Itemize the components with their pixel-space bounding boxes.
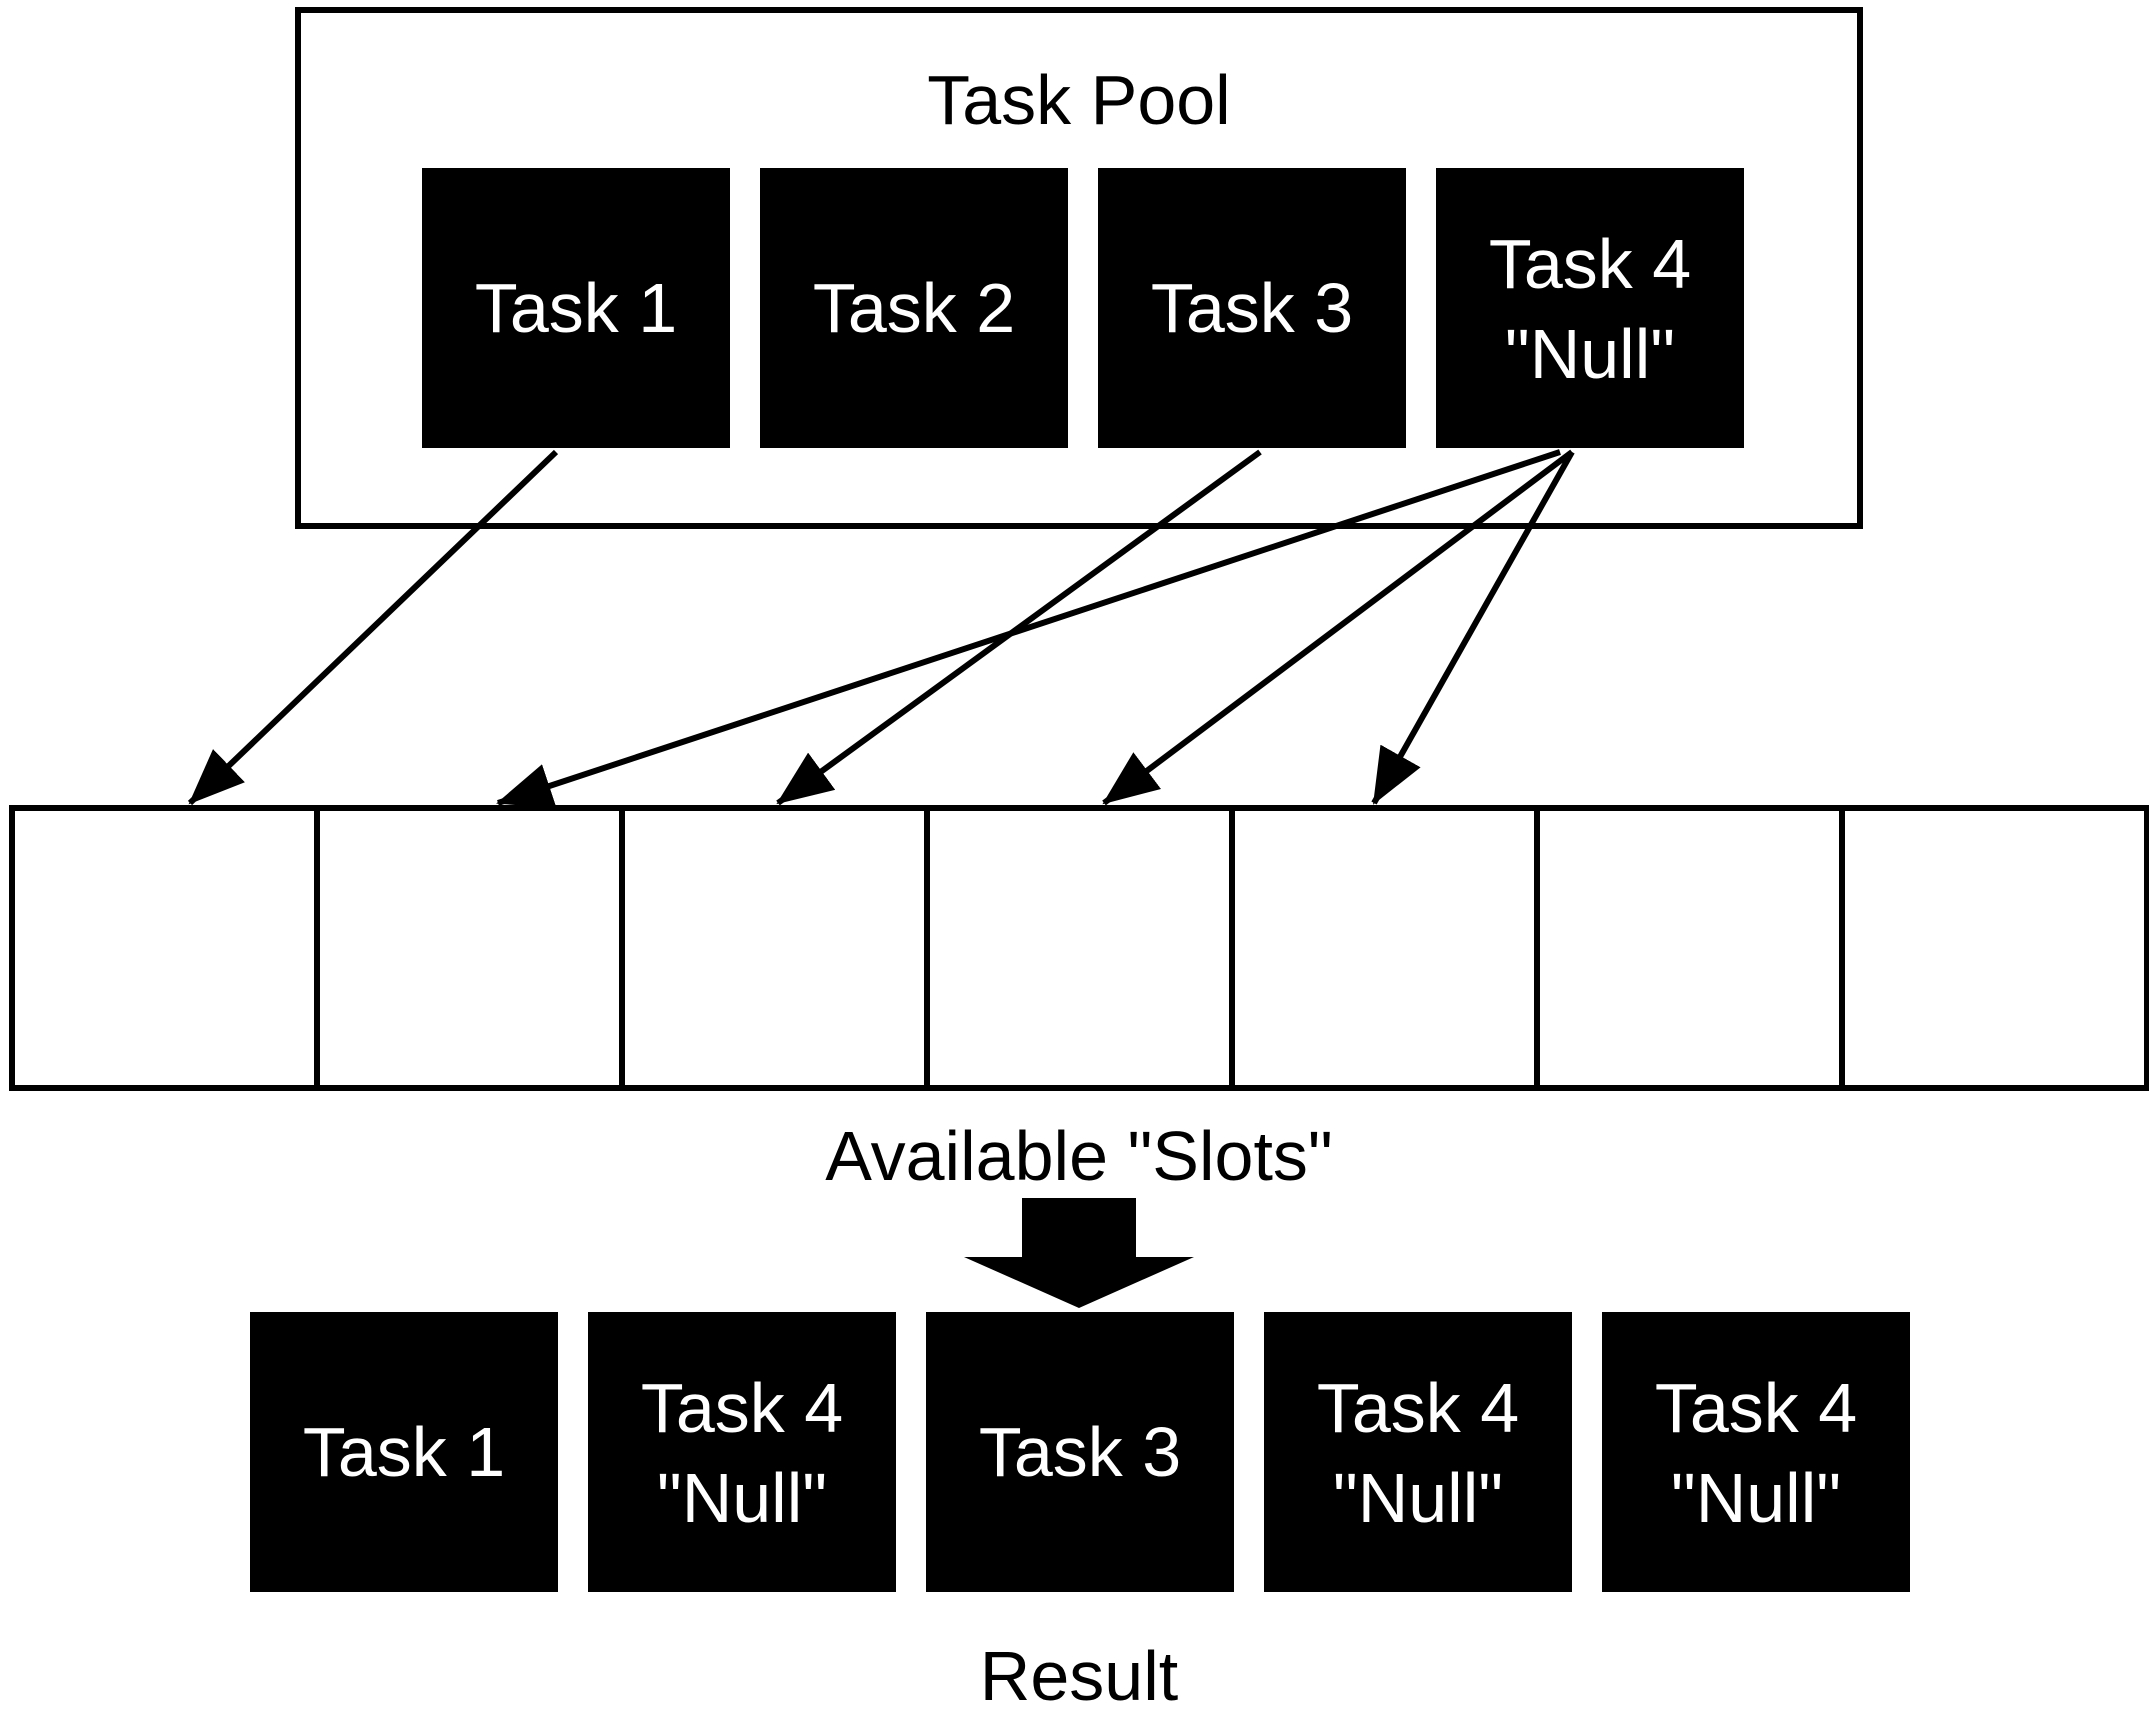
pool-task-label: Task 1 — [475, 269, 677, 347]
task-pool: Task Pool Task 1 Task 2 Task 3 Task 4 "N… — [295, 7, 1863, 529]
result-row: Task 1 Task 4 "Null" Task 3 Task 4 "Null… — [250, 1312, 1910, 1592]
arrow-task3-to-slot3 — [776, 449, 1262, 806]
arrow-task1-to-slot1 — [187, 449, 559, 806]
assignment-arrows — [187, 449, 1575, 808]
result-task-2: Task 4 "Null" — [588, 1312, 896, 1592]
pool-task-box — [760, 168, 1068, 448]
pool-task-1: Task 1 — [422, 168, 730, 448]
result-task-1: Task 1 — [250, 1312, 558, 1592]
result-task-box — [1602, 1312, 1910, 1592]
pool-task-sublabel: "Null" — [1505, 315, 1675, 393]
slot-6 — [1534, 805, 1845, 1091]
result-task-sublabel: "Null" — [1333, 1459, 1503, 1537]
result-task-label: Task 4 — [1317, 1369, 1519, 1447]
arrow-task4-to-slot4 — [1102, 449, 1574, 806]
pool-task-label: Task 3 — [1151, 269, 1353, 347]
result-task-label: Task 4 — [641, 1369, 843, 1447]
pool-task-3: Task 3 — [1098, 168, 1406, 448]
result-task-label: Task 4 — [1655, 1369, 1857, 1447]
slot-5 — [1229, 805, 1540, 1091]
slot-array — [9, 805, 2149, 1091]
pool-task-2: Task 2 — [760, 168, 1068, 448]
pool-task-box — [1436, 168, 1744, 448]
result-task-5: Task 4 "Null" — [1602, 1312, 1910, 1592]
pool-task-box — [422, 168, 730, 448]
arrow-task4-to-slot2 — [496, 449, 1561, 808]
down-arrow — [964, 1198, 1194, 1308]
result-task-box — [250, 1312, 558, 1592]
pool-task-label: Task 2 — [813, 269, 1015, 347]
task-pool-title: Task Pool — [927, 61, 1230, 139]
task-pool-frame — [295, 7, 1863, 529]
result-task-box — [1264, 1312, 1572, 1592]
result-task-label: Task 3 — [979, 1413, 1181, 1491]
pool-task-box — [1098, 168, 1406, 448]
slot-2 — [314, 805, 625, 1091]
slots-label: Available "Slots" — [825, 1117, 1333, 1195]
result-task-box — [926, 1312, 1234, 1592]
pool-task-label: Task 4 — [1489, 225, 1691, 303]
arrow-task4-to-slot5 — [1371, 450, 1575, 805]
slot-7 — [1839, 805, 2149, 1091]
slot-1 — [9, 805, 320, 1091]
result-task-box — [588, 1312, 896, 1592]
slot-3 — [619, 805, 930, 1091]
result-task-label: Task 1 — [303, 1413, 505, 1491]
result-task-3: Task 3 — [926, 1312, 1234, 1592]
result-task-sublabel: "Null" — [1671, 1459, 1841, 1537]
result-label: Result — [980, 1637, 1178, 1715]
result-task-4: Task 4 "Null" — [1264, 1312, 1572, 1592]
result-task-sublabel: "Null" — [657, 1459, 827, 1537]
slot-4 — [924, 805, 1235, 1091]
pool-task-4: Task 4 "Null" — [1436, 168, 1744, 448]
